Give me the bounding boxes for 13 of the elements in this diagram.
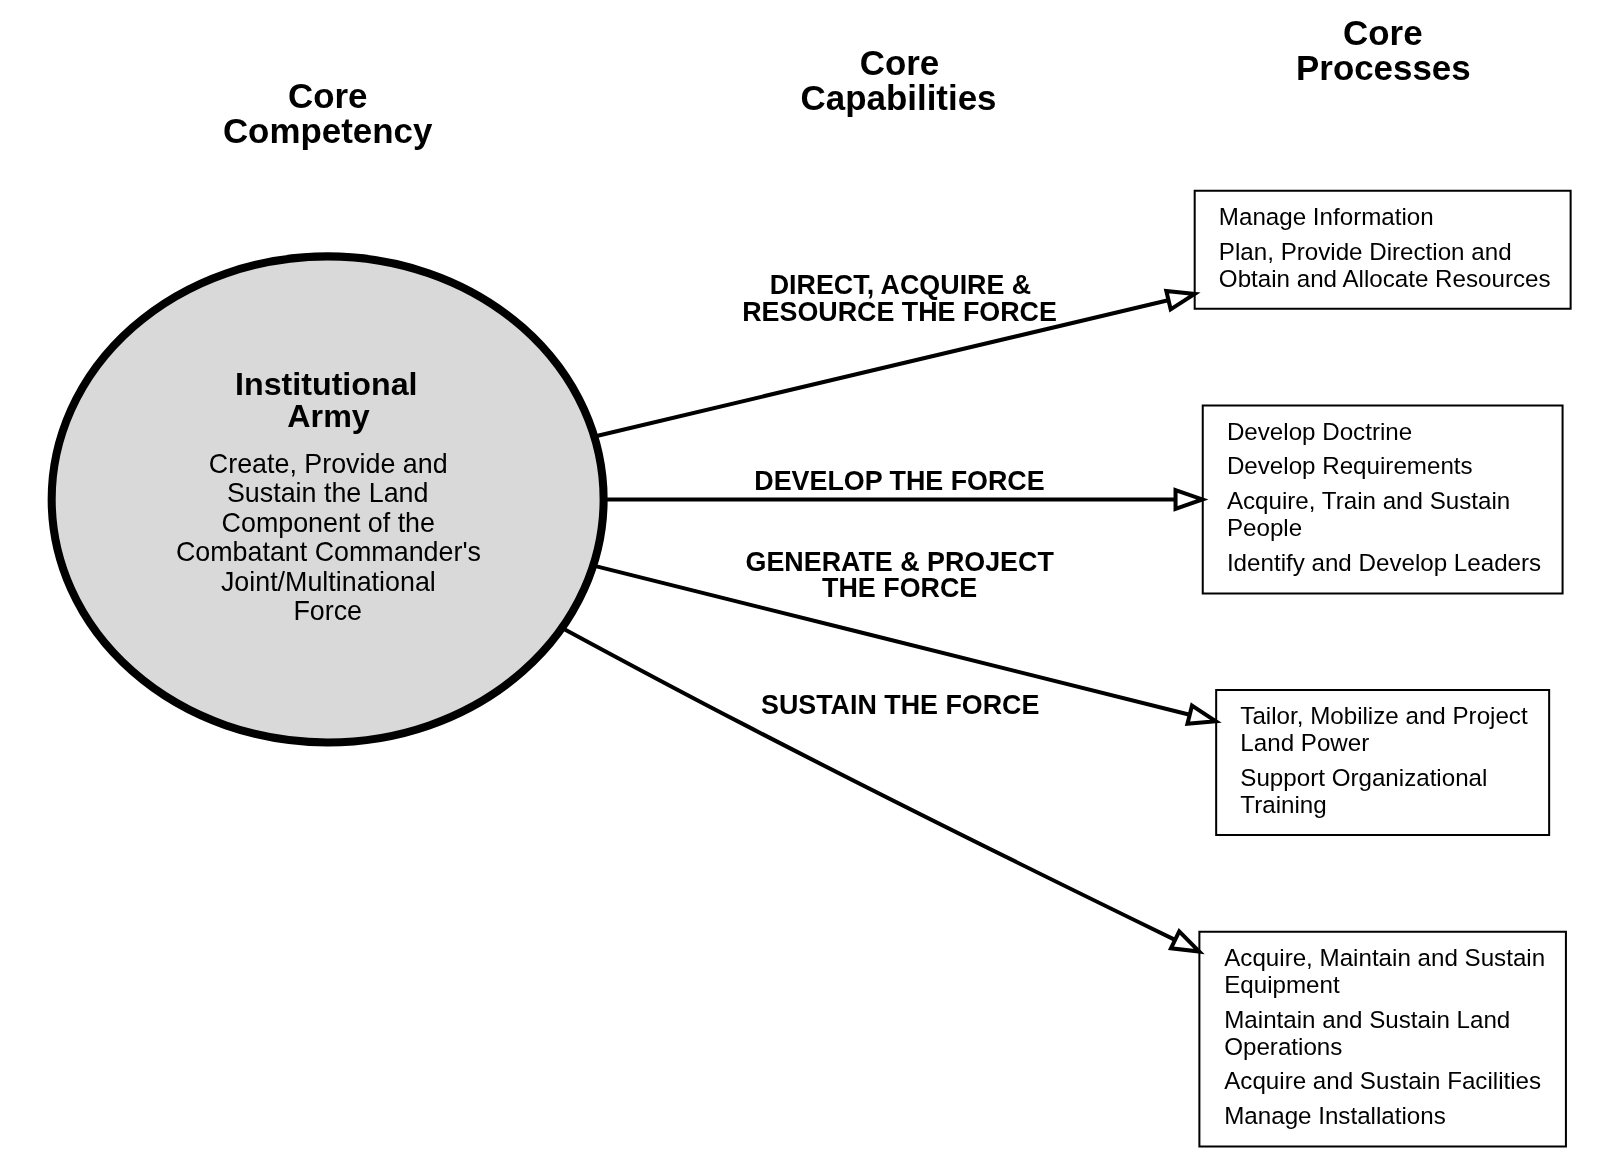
- arrow: [561, 626, 1205, 955]
- label: Core Capabilities: [800, 42, 996, 117]
- node-box: Develop Doctrine Develop Requirements Acquire, Train and Sustain People Identify and Develop Leaders: [1201, 404, 1564, 595]
- node-box: Tailor, Mobilize and Project Land Power Support Organizational Training: [1214, 689, 1550, 837]
- label: Core Processes: [1295, 13, 1471, 88]
- node-ellipse: Institutional Army Create, Provide and Sustain the Land Component of the Combatant Commander's Joint/Multinational Force: [47, 252, 608, 747]
- edge-label: DIRECT, ACQUIRE & RESOURCE THE FORCE: [741, 270, 1057, 327]
- label: Core Competency: [222, 76, 432, 151]
- node-box: Manage Information Plan, Provide Direction and Obtain and Allocate Resources: [1193, 189, 1572, 310]
- edge-label: DEVELOP THE FORCE: [753, 466, 1045, 497]
- node-box: Acquire, Maintain and Sustain Equipment Maintain and Sustain Land Operations Acquire and Sustain Facilities Manage Installations: [1197, 930, 1567, 1148]
- edge-label: GENERATE & PROJECT THE FORCE: [745, 546, 1054, 604]
- edge-label: SUSTAIN THE FORCE: [760, 690, 1039, 721]
